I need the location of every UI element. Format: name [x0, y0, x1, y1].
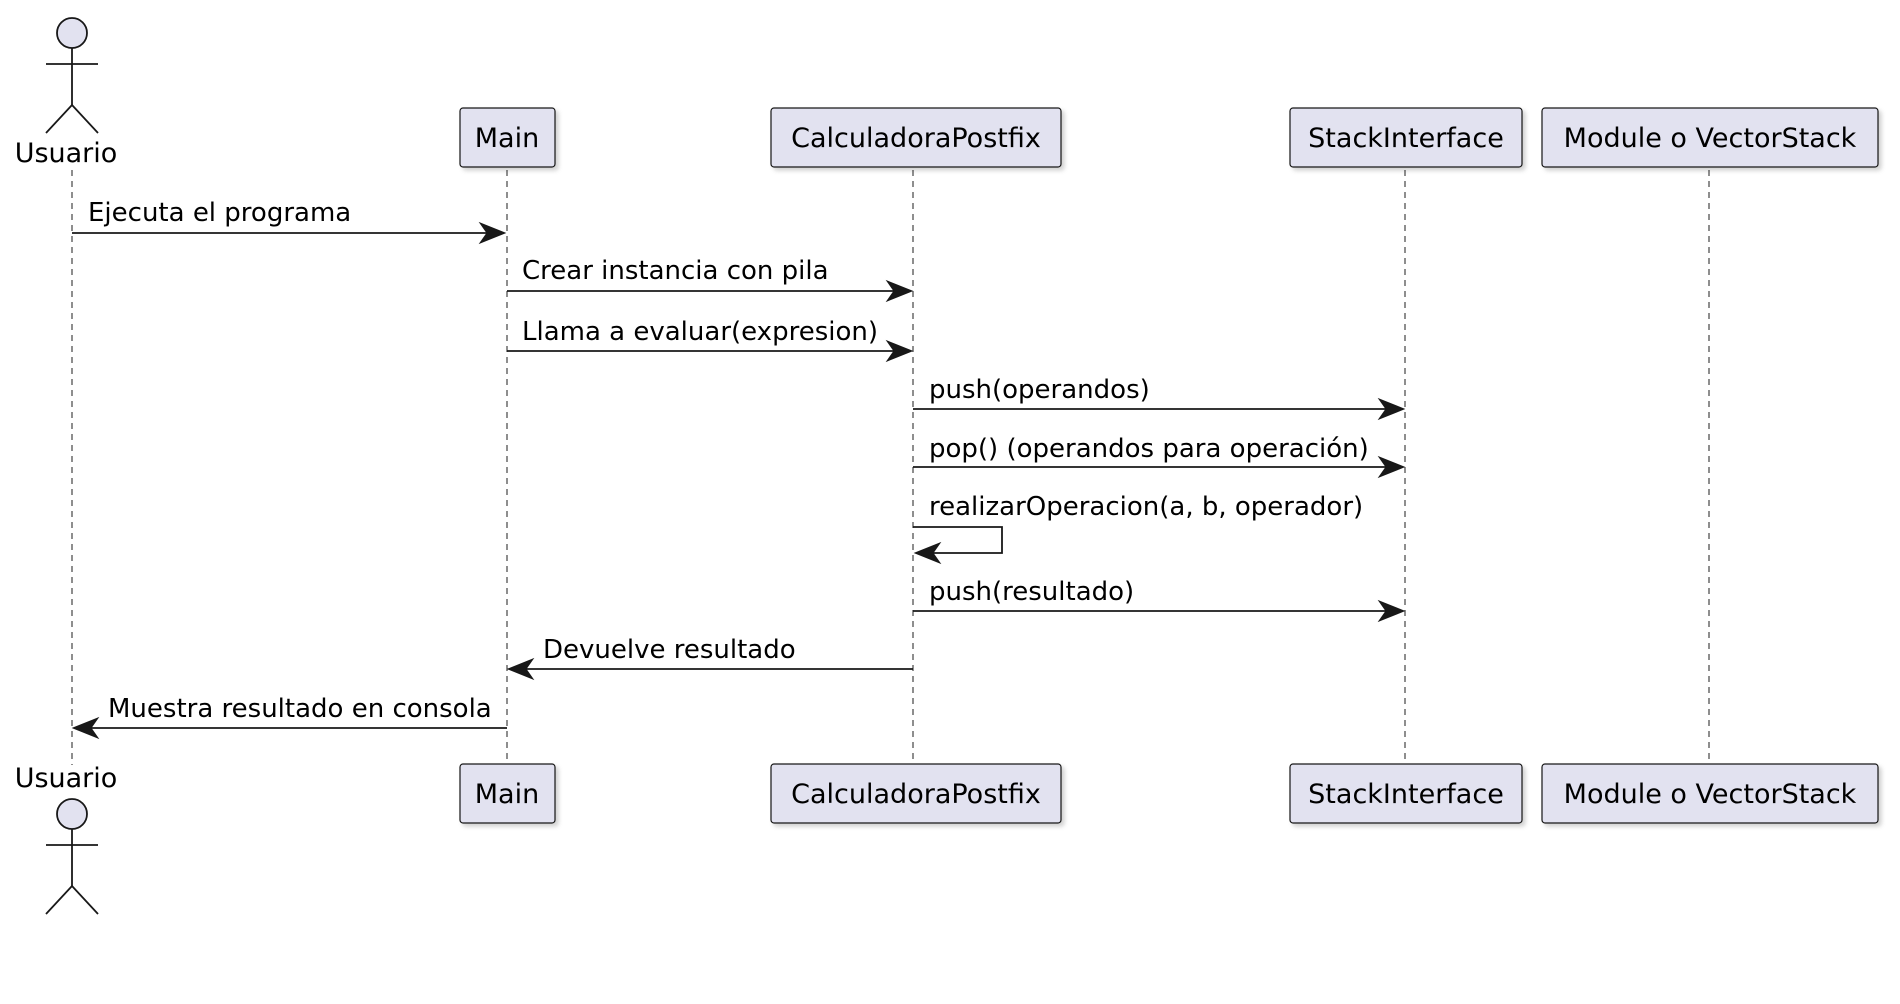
participants-bottom: Usuario Main CalculadoraPostfix StackInt…: [15, 763, 1879, 915]
message-label: Devuelve resultado: [543, 635, 796, 665]
message-muestra-resultado: Muestra resultado en consola: [71, 694, 507, 740]
message-label: push(resultado): [929, 577, 1134, 607]
participant-label: StackInterface: [1308, 779, 1504, 810]
arrowhead: [1377, 397, 1406, 421]
message-label: Llama a evaluar(expresion): [522, 317, 878, 347]
arrowhead: [885, 339, 914, 363]
participant-label: Main: [475, 123, 539, 154]
actor-label: Usuario: [15, 138, 118, 169]
message-llama-a-evaluar: Llama a evaluar(expresion): [507, 317, 914, 363]
participant-calculadorapostfix-bottom: CalculadoraPostfix: [770, 763, 1062, 824]
participant-stackinterface-top: StackInterface: [1289, 107, 1523, 168]
arrowhead: [885, 279, 914, 303]
participant-label: CalculadoraPostfix: [791, 123, 1041, 154]
participant-module-o-vectorstack-top: Module o VectorStack: [1541, 107, 1879, 168]
lifelines: [71, 170, 1710, 765]
arrowhead: [1377, 599, 1406, 623]
message-label: push(operandos): [929, 375, 1150, 405]
arrowhead: [506, 657, 535, 681]
participant-label: CalculadoraPostfix: [791, 779, 1041, 810]
message-pop-operandos: pop() (operandos para operación): [913, 434, 1406, 479]
arrowhead: [1377, 455, 1406, 479]
participant-main-bottom: Main: [459, 763, 556, 824]
participant-label: Module o VectorStack: [1564, 123, 1857, 154]
arrowhead: [913, 541, 942, 565]
participant-calculadorapostfix-top: CalculadoraPostfix: [770, 107, 1062, 168]
participant-module-o-vectorstack-bottom: Module o VectorStack: [1541, 763, 1879, 824]
messages: Ejecuta el programa Crear instancia con …: [71, 198, 1406, 740]
actor-icon: [45, 798, 99, 915]
message-label: Ejecuta el programa: [88, 198, 351, 228]
arrowhead: [478, 221, 507, 245]
message-crear-instancia-con-pila: Crear instancia con pila: [507, 256, 914, 303]
message-push-resultado: push(resultado): [913, 577, 1406, 623]
actor-icon: [45, 17, 99, 134]
message-label: pop() (operandos para operación): [929, 434, 1369, 464]
actor-usuario-bottom: Usuario: [15, 763, 118, 915]
message-ejecuta-el-programa: Ejecuta el programa: [72, 198, 507, 245]
participant-main-top: Main: [459, 107, 556, 168]
message-label: realizarOperacion(a, b, operador): [929, 492, 1363, 522]
actor-label: Usuario: [15, 763, 118, 794]
message-realizar-operacion: realizarOperacion(a, b, operador): [913, 492, 1363, 565]
participant-label: StackInterface: [1308, 123, 1504, 154]
message-label: Crear instancia con pila: [522, 256, 829, 286]
arrowhead: [71, 716, 100, 740]
actor-usuario-top: Usuario: [15, 17, 118, 169]
participant-label: Module o VectorStack: [1564, 779, 1857, 810]
participant-label: Main: [475, 779, 539, 810]
message-label: Muestra resultado en consola: [108, 694, 492, 724]
participant-stackinterface-bottom: StackInterface: [1289, 763, 1523, 824]
message-devuelve-resultado: Devuelve resultado: [506, 635, 913, 681]
participants-top: Usuario Main CalculadoraPostfix StackInt…: [15, 17, 1879, 169]
message-push-operandos: push(operandos): [913, 375, 1406, 421]
self-message-loop: [913, 526, 1003, 554]
